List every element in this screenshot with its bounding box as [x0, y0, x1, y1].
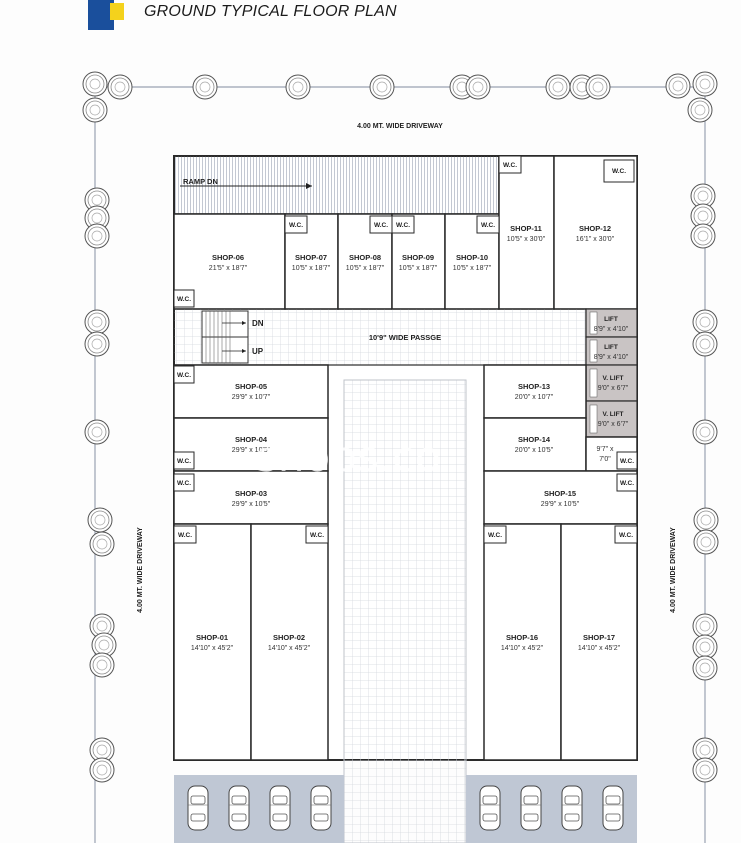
tree-row-left: [84, 187, 117, 783]
driveway-label-right: 4.00 MT. WIDE DRIVEWAY: [670, 527, 677, 613]
shop-09-dim: 10'5" x 18'7": [399, 265, 438, 272]
lift2-name: LIFT: [604, 344, 618, 351]
driveway-label-left: 4.00 MT. WIDE DRIVEWAY: [137, 527, 144, 613]
shop-01: [173, 523, 252, 761]
wc-label: W.C.: [619, 532, 633, 539]
shop-13-name: SHOP-13: [518, 382, 550, 391]
shop-01-name: SHOP-01: [196, 633, 228, 642]
shop-11-dim: 10'5" x 30'0": [507, 236, 546, 243]
shop-13: [483, 364, 587, 419]
shop-07-name: SHOP-07: [295, 253, 327, 262]
wc-label: W.C.: [177, 480, 191, 487]
shop-06-dim: 21'5" x 18'7": [209, 265, 248, 272]
lift1-dim: 8'9" x 4'10": [594, 326, 629, 333]
small-room-dim-2: 7'0": [599, 456, 611, 463]
shop-02: [250, 523, 329, 761]
shop-02-name: SHOP-02: [273, 633, 305, 642]
small-room-dim-1: 9'7" x: [596, 446, 614, 453]
shop-08-dim: 10'5" x 18'7": [346, 265, 385, 272]
wc-label: W.C.: [177, 458, 191, 465]
stairs-up-label: UP: [252, 347, 264, 356]
shop-01-dim: 14'10" x 45'2": [191, 645, 234, 652]
wc-label: W.C.: [310, 532, 324, 539]
lift-block: [585, 308, 638, 438]
shop-09-name: SHOP-09: [402, 253, 434, 262]
shop-06-name: SHOP-06: [212, 253, 244, 262]
vlift2-dim: 9'0" x 6'7": [598, 421, 629, 428]
shop-04: [173, 417, 329, 472]
shop-05-dim: 29'9" x 10'7": [232, 394, 271, 401]
shop-10-name: SHOP-10: [456, 253, 488, 262]
shop-13-dim: 20'0" x 10'7": [515, 394, 554, 401]
shop-11-name: SHOP-11: [510, 224, 542, 233]
shop-05-name: SHOP-05: [235, 382, 267, 391]
shop-12-name: SHOP-12: [579, 224, 611, 233]
shop-16-name: SHOP-16: [506, 633, 538, 642]
tree-row-top: [82, 71, 718, 123]
wc-label: W.C.: [620, 480, 634, 487]
shop-15-name: SHOP-15: [544, 489, 576, 498]
logo-yellow-block: [110, 3, 124, 20]
lift2-dim: 8'9" x 4'10": [594, 354, 629, 361]
shop-12-dim: 16'1" x 30'0": [576, 236, 615, 243]
page-title: GROUND TYPICAL FLOOR PLAN: [144, 3, 397, 20]
wc-label: W.C.: [177, 372, 191, 379]
ramp-label: RAMP DN: [183, 177, 218, 186]
central-courtyard: [343, 379, 467, 843]
shop-10-dim: 10'5" x 18'7": [453, 265, 492, 272]
wc-label: W.C.: [178, 532, 192, 539]
shop-07: [284, 213, 339, 310]
stairs-down-label: DN: [252, 319, 264, 328]
logo-blue-block: [88, 0, 114, 30]
shop-02-dim: 14'10" x 45'2": [268, 645, 311, 652]
wc-label: W.C.: [374, 222, 388, 229]
wc-label: W.C.: [612, 168, 626, 175]
wc-label: W.C.: [177, 296, 191, 303]
shop-03-dim: 29'9" x 10'5": [232, 501, 271, 508]
shop-17-dim: 14'10" x 45'2": [578, 645, 621, 652]
shop-16: [483, 523, 562, 761]
wc-label: W.C.: [620, 458, 634, 465]
shop-15-dim: 29'9" x 10'5": [541, 501, 580, 508]
wc-label: W.C.: [488, 532, 502, 539]
wc-label: W.C.: [503, 162, 517, 169]
wc-label: W.C.: [396, 222, 410, 229]
shop-08-name: SHOP-08: [349, 253, 381, 262]
watermark: shops.co: [256, 432, 441, 481]
shop-14-dim: 20'0" x 10'5": [515, 447, 554, 454]
vlift1-dim: 9'0" x 6'7": [598, 385, 629, 392]
wc-label: W.C.: [481, 222, 495, 229]
driveway-label-top: 4.00 MT. WIDE DRIVEWAY: [357, 123, 443, 130]
shop-03-name: SHOP-03: [235, 489, 267, 498]
wc-boxes: [173, 155, 638, 544]
passage-label: 10'9" WIDE PASSGE: [369, 333, 441, 342]
wc-labels: W.C. W.C. W.C. W.C. W.C. W.C. W.C. W.C. …: [177, 162, 634, 539]
vlift2-name: V. LIFT: [602, 411, 623, 418]
ramp: [173, 155, 500, 215]
header: GROUND TYPICAL FLOOR PLAN: [88, 0, 728, 32]
shop-14: [483, 417, 587, 472]
shop-16-dim: 14'10" x 45'2": [501, 645, 544, 652]
wc-label: W.C.: [289, 222, 303, 229]
shop-11: [498, 155, 555, 310]
staircase: [201, 310, 249, 364]
vlift1-name: V. LIFT: [602, 375, 623, 382]
shop-07-dim: 10'5" x 18'7": [292, 265, 331, 272]
shop-04-dim: 29'9" x 10'5": [232, 447, 271, 454]
shop-03: [173, 470, 329, 525]
shop-04-name: SHOP-04: [235, 435, 268, 444]
shop-17: [560, 523, 638, 761]
lift1-name: LIFT: [604, 316, 618, 323]
shop-14-name: SHOP-14: [518, 435, 551, 444]
shop-17-name: SHOP-17: [583, 633, 615, 642]
shop-05: [173, 364, 329, 419]
shop-labels: SHOP-06 21'5" x 18'7" SHOP-07 10'5" x 18…: [191, 224, 621, 652]
